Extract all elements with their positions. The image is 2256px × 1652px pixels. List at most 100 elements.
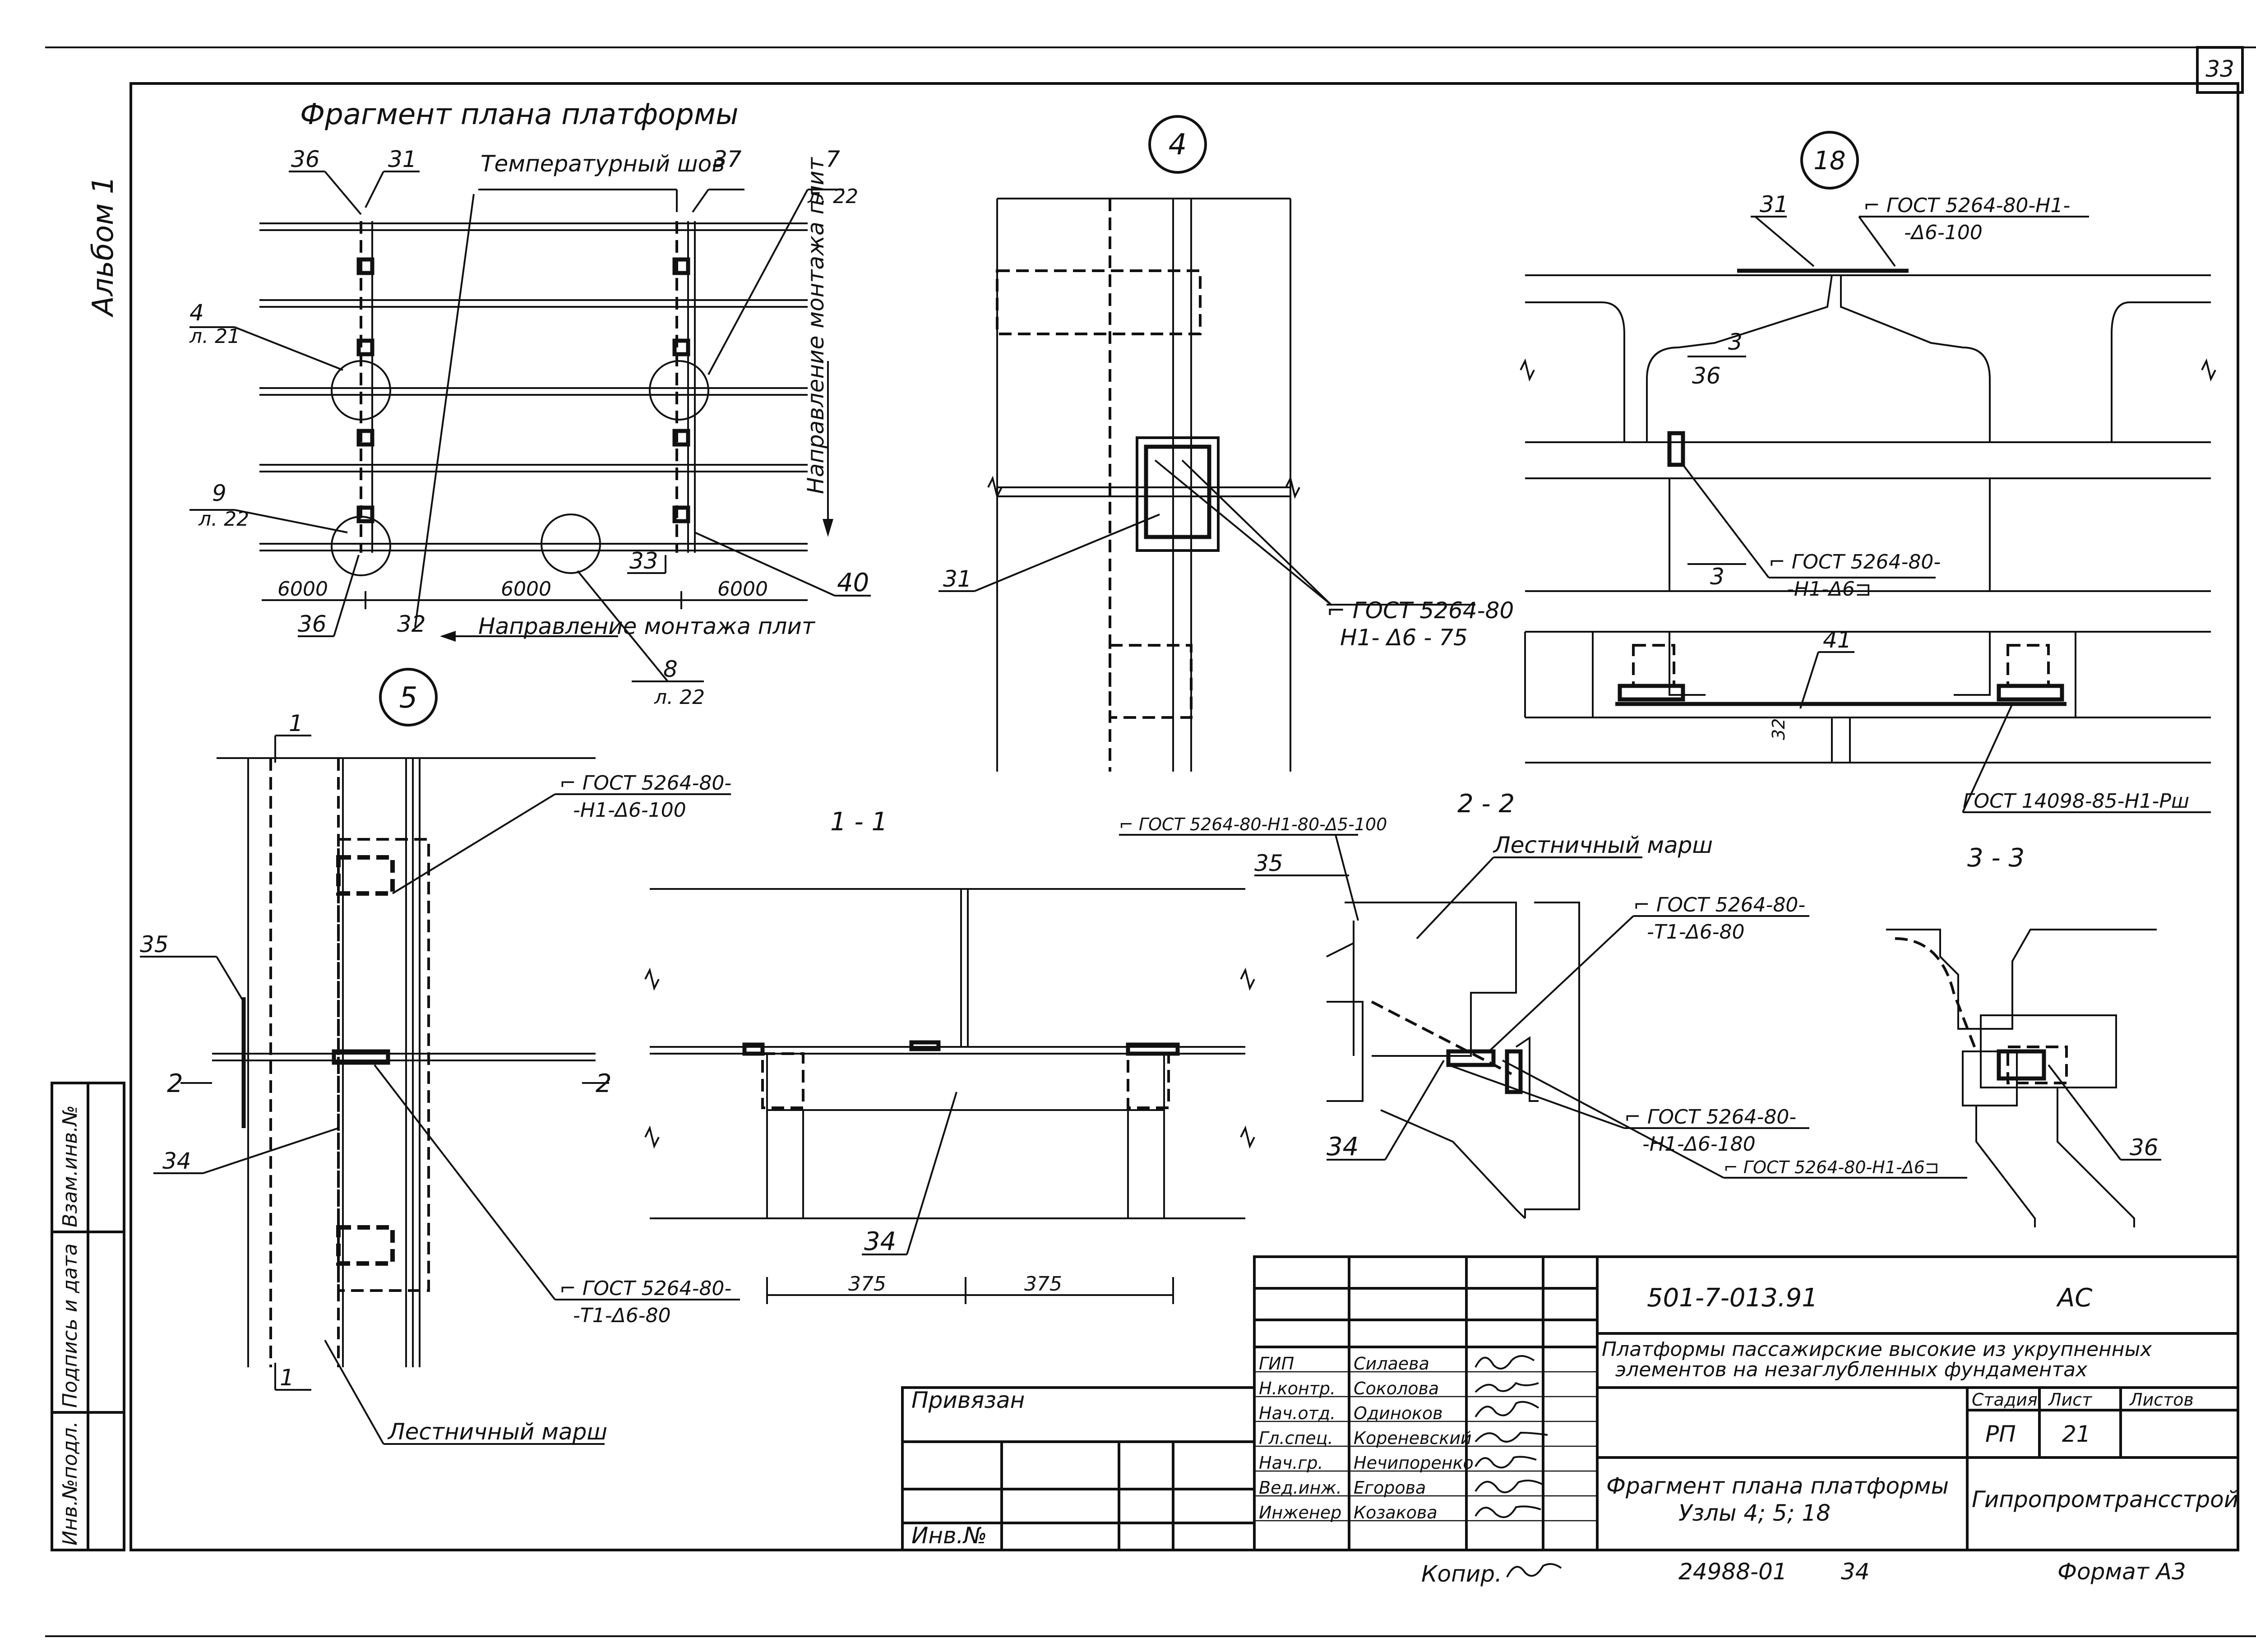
stage-value: РП: [1985, 1421, 2016, 1447]
side-label-inv: Инв.№подл.: [59, 1421, 82, 1546]
section-1-1-label-34: 34: [864, 1227, 896, 1256]
node-5-number: 5: [399, 681, 418, 715]
node-18-marker: [1800, 131, 1859, 190]
section-2-2-weld-r: ⌐ ГОСТ 5264-80-: [1633, 893, 1805, 916]
node-18-gost: ГОСТ 14098-85-Н1-Рш: [1963, 790, 2189, 813]
section-2-2: 2 - 2 ⌐ ГОСТ 5264-80-Н1-80-Δ5-100 Лестни…: [1119, 789, 1967, 1219]
node-18-weld-mid-2: -Н1-Δ6⊐: [1787, 578, 1872, 601]
callout-node-4: [331, 360, 391, 421]
plan-temp-joint: Температурный шов: [481, 151, 725, 177]
plan-label-9-sheet: л. 22: [198, 508, 249, 531]
name-nkontr: Соколова: [1354, 1379, 1439, 1398]
section-1-1-dim-b: 375: [1024, 1273, 1062, 1296]
role-gip: ГИП: [1259, 1354, 1294, 1374]
side-label-replace: Взам.инв.№: [59, 1105, 82, 1227]
copied-label: Копир.: [1421, 1561, 1502, 1587]
node-5-sec2-right: 2: [596, 1069, 612, 1098]
section-2-2-weld-top: ⌐ ГОСТ 5264-80-Н1-80-Δ5-100: [1119, 814, 1387, 834]
archive-number: 24988-01: [1678, 1559, 1787, 1585]
node-18-label-31: 31: [1760, 191, 1789, 217]
section-2-2-title: 2 - 2: [1457, 789, 1515, 819]
section-3-3: 3 - 3 36: [1886, 843, 2161, 1227]
node-18-sec3: 3: [1728, 329, 1743, 355]
node-4-weld-2: Н1- Δ6 - 75: [1340, 625, 1468, 651]
plan-label-8: 8: [663, 656, 678, 682]
node-4-weld: ⌐ ГОСТ 5264-80: [1327, 597, 1514, 624]
plan-dim-2: 6000: [501, 578, 551, 601]
sheet-title-1: Фрагмент плана платформы: [1606, 1473, 1949, 1499]
node-5-weld-bot-2: -Т1-Δ6-80: [573, 1304, 671, 1327]
plan-label-36a: 36: [291, 146, 320, 172]
plan-label-9: 9: [212, 480, 227, 506]
section-3-3-label-36: 36: [2130, 1134, 2159, 1161]
plan-label-4-sheet: л. 21: [189, 325, 240, 348]
node-4-number: 4: [1169, 128, 1187, 162]
plan-direction-bottom: Направление монтажа плит: [478, 613, 816, 639]
sheet-frame: 33 Альбом 1: [45, 46, 2256, 1637]
callout-node-9: [331, 516, 391, 576]
section-1-1: 1 - 1 34 375 375: [650, 807, 1245, 1304]
node-4-detail: 4 31 ⌐ ГОСТ 5264-80 Н1- Δ6 - 75: [938, 115, 1514, 772]
sheet-title-2: Узлы 4; 5; 18: [1678, 1500, 1831, 1526]
node-5-sec2-left: 2: [167, 1069, 183, 1098]
node-18-detail: 18 31 ⌐ ГОСТ 5264-80-Н1- -Δ6: [1524, 131, 2211, 813]
plan-label-7-sheet: л. 22: [807, 185, 858, 208]
section-2-2-weld-b-3: ⌐ ГОСТ 5264-80-Н1-Δ6⊐: [1724, 1157, 1939, 1177]
node-5-label-35: 35: [140, 931, 169, 958]
node-5-weld-top-2: -Н1-Δ6-100: [573, 799, 686, 822]
role-nkontr: Н.контр.: [1259, 1379, 1336, 1398]
side-stamp: Взам.инв.№ Подпись и дата Инв.№подл.: [51, 1082, 125, 1551]
plan-label-36b: 36: [298, 611, 327, 637]
plan-beams: [259, 221, 808, 553]
name-gip: Силаева: [1354, 1354, 1429, 1374]
name-vedinzh: Егорова: [1354, 1478, 1426, 1498]
plan-label-31: 31: [388, 146, 417, 172]
sheets-header: Листов: [2129, 1390, 2194, 1410]
plan-label-7: 7: [826, 146, 840, 172]
plan-label-32: 32: [397, 611, 426, 637]
callout-node-7: [649, 360, 709, 421]
name-glspec: Кореневский: [1354, 1428, 1472, 1448]
callout-node-8: [541, 514, 601, 574]
role-inzhener: Инженер: [1259, 1503, 1341, 1522]
page-number: 33: [2205, 56, 2234, 82]
role-nachotd: Нач.отд.: [1259, 1403, 1336, 1423]
node-18-label-41: 41: [1823, 627, 1852, 653]
stage-code: АС: [2056, 1283, 2092, 1313]
plan-label-40: 40: [837, 568, 869, 597]
node-18-number: 18: [1813, 146, 1845, 176]
name-inzhener: Козакова: [1354, 1503, 1438, 1522]
role-vedinzh: Вед.инж.: [1259, 1478, 1342, 1498]
break-marks: [644, 358, 2216, 1149]
plan-fragment: Фрагмент плана платформы: [189, 98, 871, 709]
stage-header: Стадия: [1972, 1390, 2038, 1410]
node-5-marker: [379, 668, 438, 727]
section-2-2-stair: Лестничный марш: [1493, 832, 1713, 858]
plan-label-8-sheet: л. 22: [654, 686, 705, 709]
section-1-1-dim-a: 375: [848, 1273, 886, 1296]
format-label: Формат А3: [2057, 1559, 2186, 1585]
section-3-3-title: 3 - 3: [1967, 843, 2025, 873]
section-2-2-weld-r-2: -Т1-Δ6-80: [1647, 921, 1745, 944]
node-5-stair: Лестничный марш: [387, 1419, 607, 1445]
node-5-weld-top: ⌐ ГОСТ 5264-80-: [559, 772, 731, 795]
node-18-label-36: 36: [1692, 363, 1721, 389]
plan-dim-1: 6000: [277, 578, 328, 601]
plan-dim-3: 6000: [717, 578, 768, 601]
node-5-weld-bot: ⌐ ГОСТ 5264-80-: [559, 1277, 731, 1300]
plan-label-33: 33: [629, 548, 658, 574]
side-label-signature: Подпись и дата: [59, 1244, 82, 1408]
node-18-dim-32: 32: [1769, 718, 1789, 740]
copier-signature: [1506, 1563, 1562, 1578]
plan-title: Фрагмент плана платформы: [300, 98, 739, 131]
section-1-1-title: 1 - 1: [830, 807, 888, 837]
node-18-weld-top: ⌐ ГОСТ 5264-80-Н1-: [1863, 194, 2070, 217]
name-nachotd: Одиноков: [1354, 1403, 1443, 1423]
node-5-label-34: 34: [162, 1148, 191, 1174]
node-5-sec1-top: 1: [289, 710, 303, 736]
node-18-weld-top-2: -Δ6-100: [1904, 221, 1983, 244]
inv-no-label: Инв.№: [911, 1522, 987, 1549]
name-nachgr: Нечипоренко: [1354, 1453, 1474, 1473]
signatures: [1475, 1355, 1548, 1518]
